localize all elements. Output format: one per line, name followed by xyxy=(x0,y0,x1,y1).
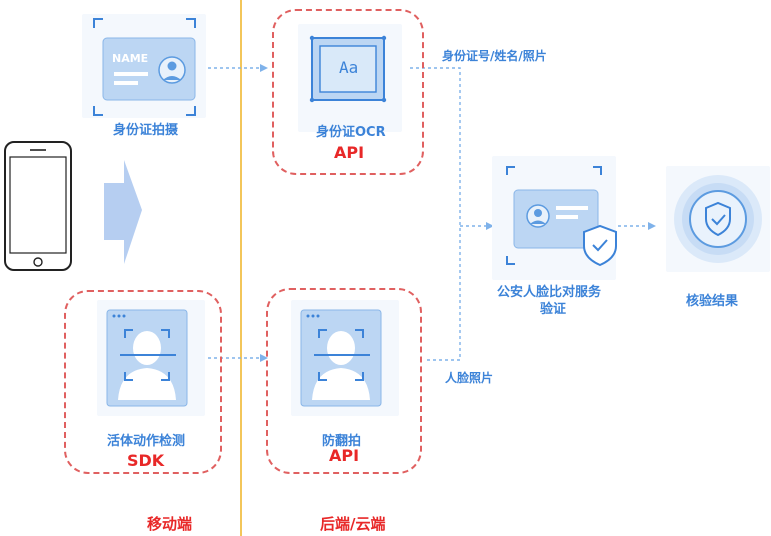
liveness-type-label: SDK xyxy=(127,451,165,470)
region-divider xyxy=(240,0,242,536)
result-label: 核验结果 xyxy=(686,294,739,309)
ocr-type-label: API xyxy=(334,143,365,162)
ocr-api-box xyxy=(272,9,424,175)
backend-region-label: 后端/云端 xyxy=(320,515,386,533)
ocr-output-label: 身份证号/姓名/照片 xyxy=(442,49,547,63)
anti-spoof-api-box xyxy=(266,288,422,474)
liveness-label: 活体动作检测 xyxy=(107,434,186,449)
id-capture-label: 身份证拍摄 xyxy=(113,123,179,138)
mobile-region-label: 移动端 xyxy=(147,515,193,533)
id-card-name-text: NAME xyxy=(112,52,149,65)
verification-label-line2: 验证 xyxy=(540,302,567,317)
face-output-label: 人脸照片 xyxy=(445,371,494,385)
anti-spoof-type-label: API xyxy=(329,446,360,465)
ocr-icon-text: Aa xyxy=(339,58,359,77)
verification-label-line1: 公安人脸比对服务 xyxy=(497,285,602,300)
ocr-label: 身份证OCR xyxy=(316,125,386,140)
liveness-sdk-box xyxy=(64,290,222,474)
anti-spoof-label: 防翻拍 xyxy=(322,434,362,449)
